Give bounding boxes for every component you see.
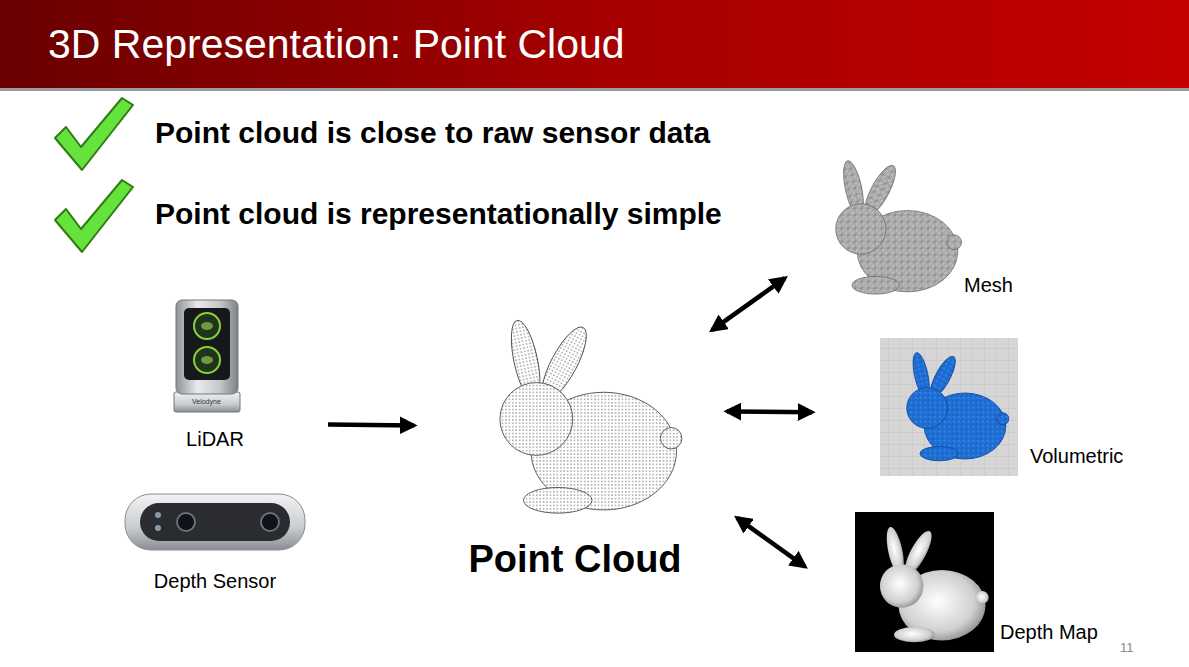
lidar-figure-part — [201, 356, 213, 364]
bullet-text: Point cloud is close to raw sensor data — [155, 115, 710, 150]
title-bar-part — [0, 88, 1189, 91]
arrow-connector — [328, 422, 414, 427]
depth-sensor-figure — [125, 494, 305, 550]
bullet-text: Point cloud is representationally simple — [155, 196, 722, 231]
volumetric-bunny — [880, 338, 1018, 476]
depth-sensor-figure-part — [125, 494, 305, 550]
figure-node: LiDAR — [150, 295, 280, 455]
node-label: Point Cloud — [468, 537, 681, 581]
depth-sensor-figure-part — [177, 513, 195, 531]
lidar-figure-part — [201, 322, 213, 330]
depth-map-bunny — [855, 512, 994, 652]
slide-title: 3D Representation: Point Cloud — [48, 20, 625, 68]
mesh-bunny — [836, 159, 962, 294]
lidar-figure-part — [174, 392, 240, 412]
lidar-figure-part — [194, 313, 220, 339]
page-number: 11 — [1120, 640, 1134, 655]
figure-node: Depth Sensor — [118, 488, 312, 598]
check-mark — [55, 98, 133, 170]
figure-node: Volumetric — [878, 335, 1140, 478]
node-label: LiDAR — [186, 428, 244, 451]
arrow-connector — [727, 409, 812, 414]
node-label: Volumetric — [1030, 445, 1123, 468]
point-cloud-bunny — [500, 318, 682, 513]
lidar-figure-part — [176, 300, 238, 394]
title-bar-part — [0, 0, 1189, 88]
lidar-figure — [174, 300, 240, 412]
point-cloud-bunny-part — [500, 318, 682, 513]
depth-sensor-figure-part — [140, 503, 290, 541]
title-bar — [0, 0, 1189, 91]
depth-map-bunny-part — [880, 526, 989, 643]
depth-map-bunny-part — [855, 512, 994, 652]
logo-text: Velodyne — [192, 398, 221, 406]
check-mark-part — [55, 180, 133, 252]
check-mark-part — [55, 98, 133, 170]
volumetric-bunny-part — [880, 338, 1018, 476]
arrow-connector — [737, 518, 805, 567]
node-label: Mesh — [964, 274, 1013, 297]
mesh-bunny-part — [836, 159, 962, 294]
depth-sensor-figure-part — [155, 512, 161, 518]
lidar-figure-part — [194, 347, 220, 373]
check-mark — [55, 180, 133, 252]
figure-node: Depth Map — [852, 510, 1114, 655]
arrow-connector — [712, 278, 785, 330]
node-label: Depth Sensor — [154, 570, 276, 593]
depth-sensor-figure-part — [155, 525, 161, 531]
depth-sensor-figure-part — [261, 513, 279, 531]
lidar-figure-part — [184, 308, 230, 380]
volumetric-bunny-part — [907, 351, 1009, 460]
node-label: Depth Map — [1000, 621, 1098, 644]
figure-node: Point Cloud — [458, 305, 692, 585]
figure-node: Mesh — [812, 152, 1022, 304]
